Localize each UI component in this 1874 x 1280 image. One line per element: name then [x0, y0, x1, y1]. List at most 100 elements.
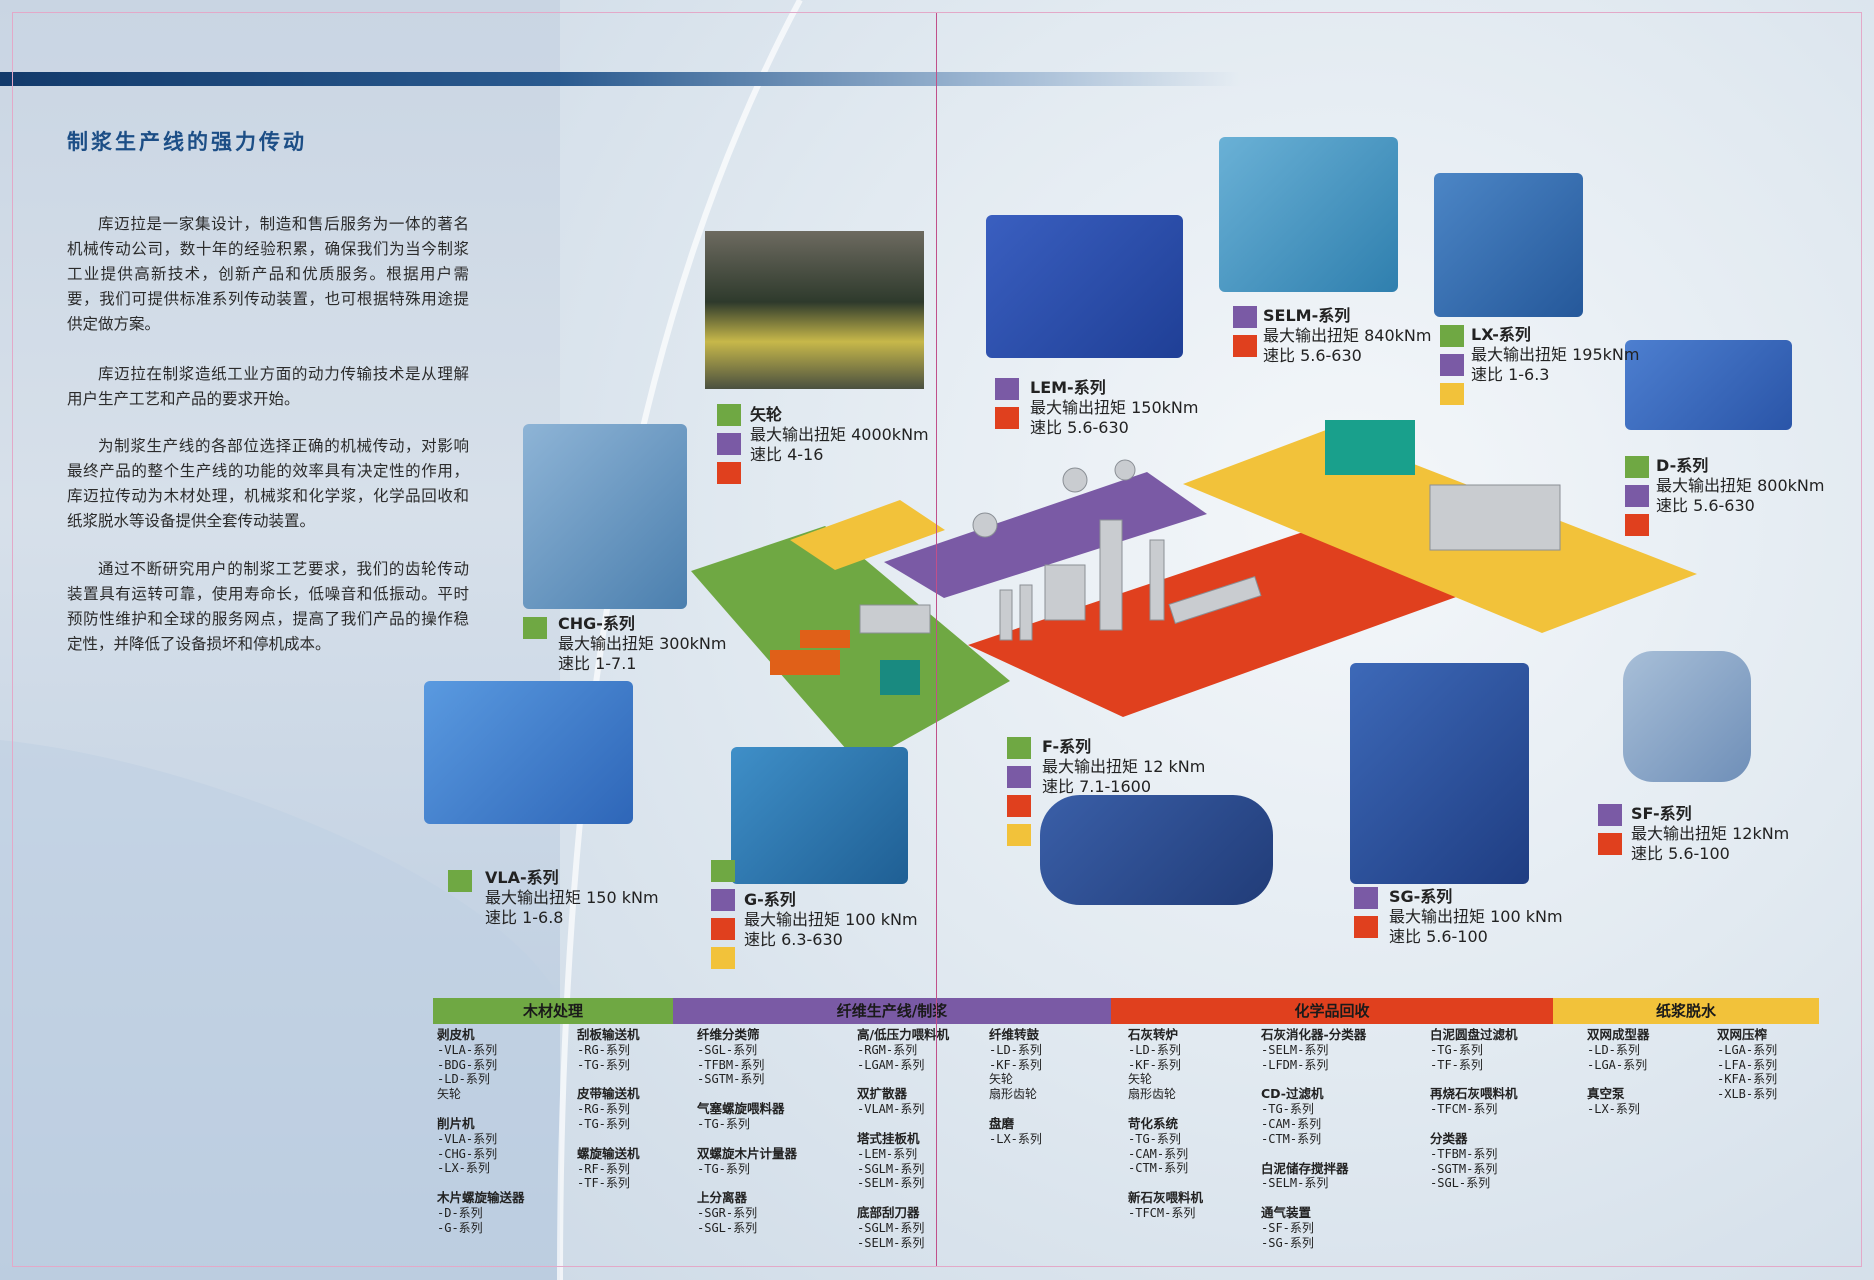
- paragraph-2: 库迈拉在制浆造纸工业方面的动力传输技术是从理解用户生产工艺和产品的要求开始。: [67, 365, 469, 408]
- category-swatch-red: [1625, 514, 1649, 536]
- product-torque: 最大输出扭矩 195kNm: [1471, 345, 1640, 364]
- series-item: -LX-系列: [989, 1131, 1042, 1146]
- series-item: -LD-系列: [1587, 1042, 1640, 1057]
- product-torque: 最大输出扭矩 100 kNm: [1389, 907, 1563, 926]
- series-item: -LD-系列: [437, 1072, 490, 1087]
- product-name: CHG-系列: [558, 614, 635, 633]
- equipment-group: 上分离器-SGR-系列-SGL-系列: [697, 1191, 797, 1235]
- category-swatch-yellow: [1440, 383, 1464, 405]
- equipment-group: 分类器-TFBM-系列-SGTM-系列-SGL-系列: [1430, 1130, 1518, 1191]
- product-name: LX-系列: [1471, 325, 1531, 344]
- series-item: -TG-系列: [697, 1116, 750, 1131]
- equipment-group: 纤维分类筛-SGL-系列-TFBM-系列-SGTM-系列: [697, 1027, 797, 1087]
- equipment-name: 分类器: [1430, 1130, 1468, 1146]
- series-item: -VLA-系列: [437, 1042, 498, 1057]
- table-column: 纤维分类筛-SGL-系列-TFBM-系列-SGTM-系列气塞螺旋喂料器-TG-系…: [697, 1027, 797, 1251]
- category-swatch-purple: [1233, 306, 1257, 328]
- series-item: -SELM-系列: [857, 1235, 925, 1250]
- series-item: -LGA-系列: [1717, 1042, 1778, 1057]
- series-item: -SGR-系列: [697, 1206, 758, 1221]
- product-ratio: 速比 5.6-630: [1656, 496, 1755, 515]
- series-item: -CAM-系列: [1261, 1116, 1322, 1131]
- equipment-name: 削片机: [437, 1115, 475, 1131]
- series-item: -SGTM-系列: [1430, 1161, 1498, 1176]
- equipment-name: 新石灰喂料机: [1128, 1190, 1204, 1206]
- product-torque: 最大输出扭矩 4000kNm: [750, 425, 929, 444]
- table-column: 石灰转炉-LD-系列-KF-系列矢轮扇形齿轮苛化系统-TG-系列-CAM-系列-…: [1128, 1027, 1204, 1236]
- series-item: -LX-系列: [1587, 1102, 1640, 1117]
- series-item: -SF-系列: [1261, 1220, 1314, 1235]
- product-name: VLA-系列: [485, 868, 559, 887]
- product-torque: 最大输出扭矩 150 kNm: [485, 888, 659, 907]
- category-header: 木材处理: [433, 998, 673, 1024]
- equipment-group: 纤维转鼓-LD-系列-KF-系列矢轮扇形齿轮: [989, 1027, 1042, 1102]
- product-torque: 最大输出扭矩 12kNm: [1631, 824, 1790, 843]
- product-torque: 最大输出扭矩 12 kNm: [1042, 757, 1206, 776]
- series-item: -TFBM-系列: [697, 1057, 765, 1072]
- series-item: -SELM-系列: [1261, 1176, 1329, 1191]
- page-fold-line: [936, 12, 937, 1267]
- series-item: -G-系列: [437, 1220, 483, 1235]
- product-name: F-系列: [1042, 737, 1092, 756]
- equipment-name: 塔式挂板机: [857, 1130, 920, 1146]
- series-item: -TG-系列: [1128, 1131, 1181, 1146]
- category-header: 纤维生产线/制浆: [673, 998, 1111, 1024]
- series-item: -SGLM-系列: [857, 1220, 925, 1235]
- product-ratio: 速比 7.1-1600: [1042, 777, 1152, 796]
- equipment-group: 白泥圆盘过滤机-TG-系列-TF-系列: [1430, 1027, 1518, 1072]
- category-swatch-purple: [1007, 766, 1031, 788]
- series-item: -LD-系列: [1128, 1042, 1181, 1057]
- equipment-group: 气塞螺旋喂料器-TG-系列: [697, 1101, 797, 1132]
- product-torque: 最大输出扭矩 800kNm: [1656, 476, 1825, 495]
- selm-gearbox-image: [1219, 137, 1398, 292]
- product-ratio: 速比 5.6-100: [1631, 844, 1730, 863]
- series-item: -SELM-系列: [1261, 1042, 1329, 1057]
- table-column: 双网成型器-LD-系列-LGA-系列真空泵-LX-系列: [1587, 1027, 1650, 1132]
- sf-gearbox-image: [1623, 651, 1751, 782]
- category-swatch-green: [523, 617, 547, 639]
- equipment-name: 皮带输送机: [577, 1086, 640, 1102]
- series-item: 矢轮: [1128, 1072, 1153, 1087]
- equipment-name: 再烧石灰喂料机: [1430, 1086, 1518, 1102]
- product-name: SELM-系列: [1263, 306, 1351, 325]
- equipment-name: 双网压榨: [1717, 1027, 1768, 1042]
- g-gearbox-image: [731, 747, 908, 884]
- category-swatch-green: [448, 870, 472, 892]
- category-swatch-green: [1007, 737, 1031, 759]
- zone-wood-handling-yellow: [790, 500, 945, 570]
- category-swatch-red: [1354, 916, 1378, 938]
- product-name: SG-系列: [1389, 887, 1453, 906]
- category-swatch-green: [1625, 456, 1649, 478]
- f-gearmotor-image: [1040, 795, 1273, 905]
- category-swatch-purple: [995, 378, 1019, 400]
- zone-fiber-line: [884, 472, 1207, 598]
- equipment-name: 盘磨: [989, 1115, 1015, 1131]
- equipment-group: 通气装置-SF-系列-SG-系列: [1261, 1205, 1366, 1250]
- category-swatch-green: [711, 860, 735, 882]
- category-swatch-red: [1598, 833, 1622, 855]
- table-column: 刮板输送机-RG-系列-TG-系列皮带输送机-RG-系列-TG-系列螺旋输送机-…: [577, 1027, 640, 1206]
- series-item: -RGM-系列: [857, 1042, 918, 1057]
- series-item: -TFBM-系列: [1430, 1146, 1498, 1161]
- product-ratio: 速比 4-16: [750, 445, 824, 464]
- category-swatch-red: [1007, 795, 1031, 817]
- series-item: -TF-系列: [1430, 1057, 1483, 1072]
- table-column: 高/低压力喂料机-RGM-系列-LGAM-系列双扩散器-VLAM-系列塔式挂板机…: [857, 1027, 949, 1266]
- series-item: -SGTM-系列: [697, 1072, 765, 1087]
- series-item: -LEM-系列: [857, 1146, 918, 1161]
- category-swatch-purple: [711, 889, 735, 911]
- equipment-group: 新石灰喂料机-TFCM-系列: [1128, 1190, 1204, 1221]
- series-item: 矢轮: [989, 1072, 1014, 1087]
- category-swatch-purple: [1354, 887, 1378, 909]
- equipment-name: 纤维转鼓: [989, 1027, 1040, 1042]
- series-item: -BDG-系列: [437, 1057, 498, 1072]
- page-frame: [12, 12, 1862, 1267]
